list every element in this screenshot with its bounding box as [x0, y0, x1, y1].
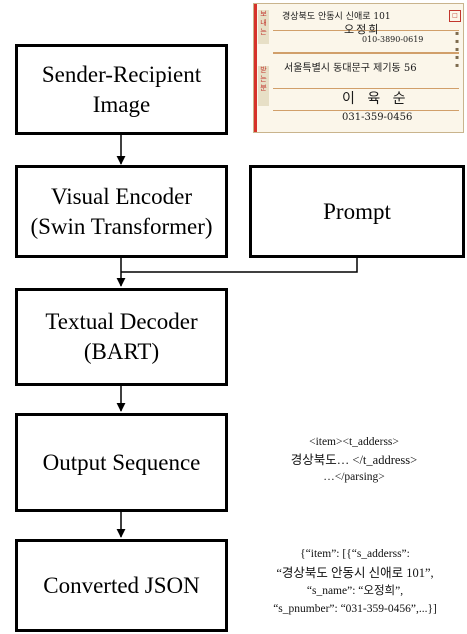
envelope-red-stripe [254, 4, 257, 132]
output-sequence-example-line2: 경상북도… </t_address> [290, 452, 418, 467]
sender-phone-handwriting: 010-3890-0619 [362, 35, 424, 44]
output-sequence-label: Output Sequence [42, 449, 201, 475]
line-prompt-to-merge [121, 258, 358, 273]
prompt-box: Prompt [249, 165, 465, 258]
visual-encoder-box: Visual Encoder (Swin Transformer) [15, 165, 228, 258]
envelope-stamp-box-icon: □ [449, 10, 461, 22]
sender-address-handwriting: 경상북도 안동시 신애로 101 [282, 12, 391, 22]
converted-json-box: Converted JSON [15, 539, 228, 632]
envelope-rule-2 [273, 52, 459, 54]
output-sequence-example-line1: <item><t_adderss> [309, 436, 399, 448]
converted-json-example-line4: “s_pnumber”: “031-359-0456”,...}] [273, 603, 437, 615]
textual-decoder-line2: (BART) [83, 339, 160, 364]
envelope-rule-4 [273, 110, 459, 111]
sender-recipient-image-line2: Image [92, 91, 151, 117]
converted-json-example-line1: {“item”: [{“s_adderss”: [300, 548, 410, 560]
recipient-label-text: 받는분 [260, 66, 267, 92]
sender-name-handwriting: 오정희 [344, 23, 381, 36]
output-sequence-example-line3: …</parsing> [323, 470, 385, 483]
converted-json-example-line3: “s_name”: “오정희”, [306, 585, 404, 598]
textual-decoder-box: Textual Decoder (BART) [15, 288, 228, 386]
sender-label: 보내는 [258, 10, 269, 44]
sender-label-text: 보내는 [260, 10, 267, 36]
envelope-image: 보내는 받는분 경상북도 안동시 신애로 101 오정희 010-3890-06… [253, 3, 464, 133]
envelope-rule-3 [273, 88, 459, 89]
envelope-side-marks-icon: ▪▪▪▪▪ [454, 30, 460, 69]
sender-recipient-image-line1: Sender-Recipient [41, 61, 202, 87]
sender-recipient-image-box: Sender-Recipient Image [15, 44, 228, 135]
recipient-name-handwriting: 이 육 순 [342, 91, 410, 107]
textual-decoder-line1: Textual Decoder [45, 309, 198, 335]
recipient-label: 받는분 [258, 66, 269, 106]
converted-json-example: {“item”: [{“s_adderss”: “경상북도 안동시 신애로 10… [244, 546, 466, 619]
output-sequence-box: Output Sequence [15, 413, 228, 512]
recipient-address-handwriting: 서울특별시 동대문구 제기동 56 [284, 63, 417, 74]
visual-encoder-line2: (Swin Transformer) [30, 213, 213, 239]
recipient-phone-handwriting: 031-359-0456 [342, 112, 413, 123]
envelope-rule-1 [273, 30, 459, 31]
converted-json-example-line2: “경상북도 안동시 신애로 101”, [276, 565, 434, 580]
prompt-label: Prompt [323, 198, 391, 224]
converted-json-label: Converted JSON [43, 572, 200, 598]
visual-encoder-line1: Visual Encoder [50, 183, 193, 209]
output-sequence-example: <item><t_adderss> 경상북도… </t_address> …</… [254, 434, 454, 485]
